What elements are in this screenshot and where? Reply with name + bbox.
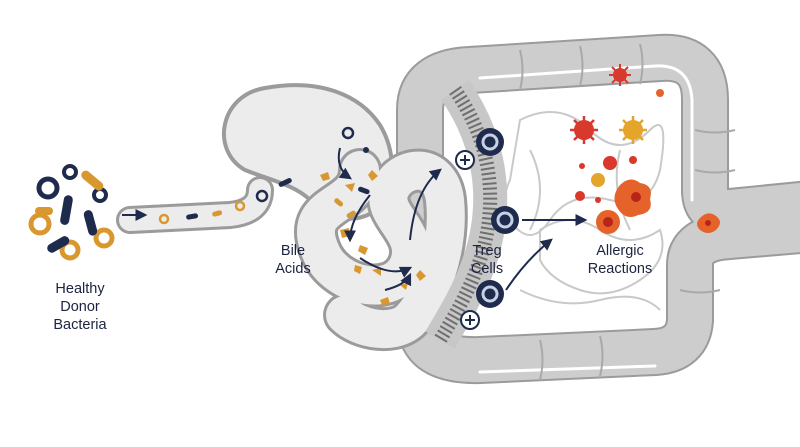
bacterium-gold-rod: [81, 170, 104, 191]
bacterium-navy-ring: [62, 164, 78, 180]
label-text: Allergic: [596, 243, 644, 259]
spiky-cell-orange: [619, 116, 647, 144]
red-cell: [629, 156, 637, 164]
flow-arrow: [337, 147, 352, 180]
allergy-cells: [570, 64, 720, 234]
label-bile-acids: Bile Acids: [275, 243, 310, 277]
treg-cells: [476, 128, 519, 308]
red-cell: [579, 163, 585, 169]
bacterium-navy-ring: [36, 176, 60, 200]
label-allergic-reactions: Allergic Reactions: [588, 243, 652, 277]
large-red-cell: [614, 179, 651, 217]
flow-arrow: [359, 257, 413, 278]
red-cell: [575, 191, 585, 201]
label-text: Acids: [275, 261, 310, 277]
label-text: Cells: [471, 261, 503, 277]
orange-cell: [656, 89, 664, 97]
bacterium-navy-rod: [83, 210, 98, 236]
flow-arrows: [337, 147, 442, 291]
label-text: Donor: [60, 299, 100, 315]
bacterium-gold-ring: [28, 212, 52, 236]
spiky-cell-red: [609, 64, 631, 86]
bacterium-navy-ring: [92, 187, 108, 203]
plus-markers: [455, 150, 480, 330]
large-red-cell: [697, 213, 720, 233]
villi-wall: [425, 80, 508, 349]
label-treg-cells: Treg Cells: [471, 243, 503, 277]
spiky-cell-red: [570, 116, 598, 144]
treg-arrows: [505, 214, 588, 291]
haustra-lines: [519, 43, 736, 381]
red-cell: [603, 156, 617, 170]
winding-intestine: [294, 148, 468, 352]
tube-bacteria: [158, 178, 292, 225]
label-text: Treg: [472, 243, 501, 259]
flow-arrow: [409, 168, 442, 241]
entry-tube: [116, 176, 274, 234]
flow-arrow: [344, 194, 371, 243]
treg-cell: [476, 280, 504, 308]
orange-cell: [591, 173, 605, 187]
treg-cell: [476, 128, 504, 156]
large-red-cell: [596, 210, 620, 234]
label-text: Healthy: [55, 281, 105, 297]
bacterium-gold-ring: [59, 239, 81, 261]
treg-to-allergy-arrow: [505, 238, 553, 291]
flow-arrow: [384, 272, 412, 291]
treg-cell: [491, 206, 519, 234]
label-healthy-donor-bacteria: Healthy Donor Bacteria: [53, 281, 107, 333]
red-cell: [595, 197, 601, 203]
label-text: Bacteria: [53, 317, 107, 333]
bacterium-navy-rod: [60, 195, 73, 225]
bacterium-gold-ring: [93, 227, 115, 249]
plus-icon: [460, 310, 480, 330]
label-text: Bile: [281, 243, 305, 259]
plus-icon: [455, 150, 475, 170]
bacterium-gold-rod: [35, 207, 53, 215]
bacterium-navy-rod: [47, 236, 70, 253]
label-text: Reactions: [588, 261, 652, 277]
bacteria-cluster: [28, 164, 115, 261]
